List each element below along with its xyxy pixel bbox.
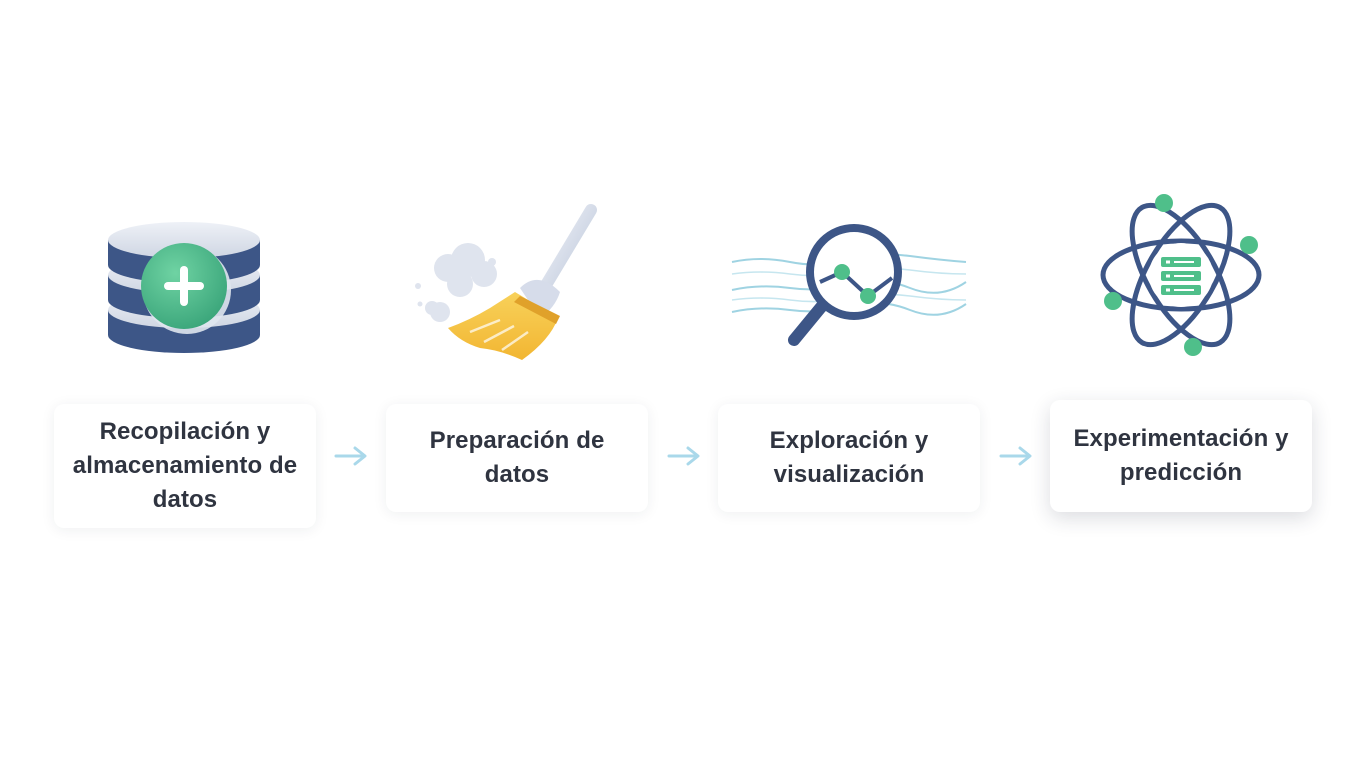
step-card-preparation[interactable]: Preparación de datos (386, 404, 648, 512)
step-label: Preparación de datos (429, 427, 605, 488)
arrow-right-icon (999, 446, 1032, 466)
arrow-right-icon (334, 446, 367, 466)
step-card-collection[interactable]: Recopilación y almacenamiento de datos (54, 404, 316, 528)
step-label: Exploración y visualización (769, 427, 929, 488)
database-add-icon (90, 200, 280, 365)
step-label: Recopilación y almacenamiento de datos (72, 418, 298, 513)
step-card-experimentation[interactable]: Experimentación y predicción (1050, 400, 1312, 512)
arrow-right-icon (667, 446, 700, 466)
magnifier-chart-icon (730, 200, 967, 365)
step-label: Experimentación y predicción (1073, 425, 1289, 486)
step-card-exploration[interactable]: Exploración y visualización (718, 404, 980, 512)
atom-server-icon (1086, 194, 1276, 365)
broom-icon (410, 200, 600, 365)
